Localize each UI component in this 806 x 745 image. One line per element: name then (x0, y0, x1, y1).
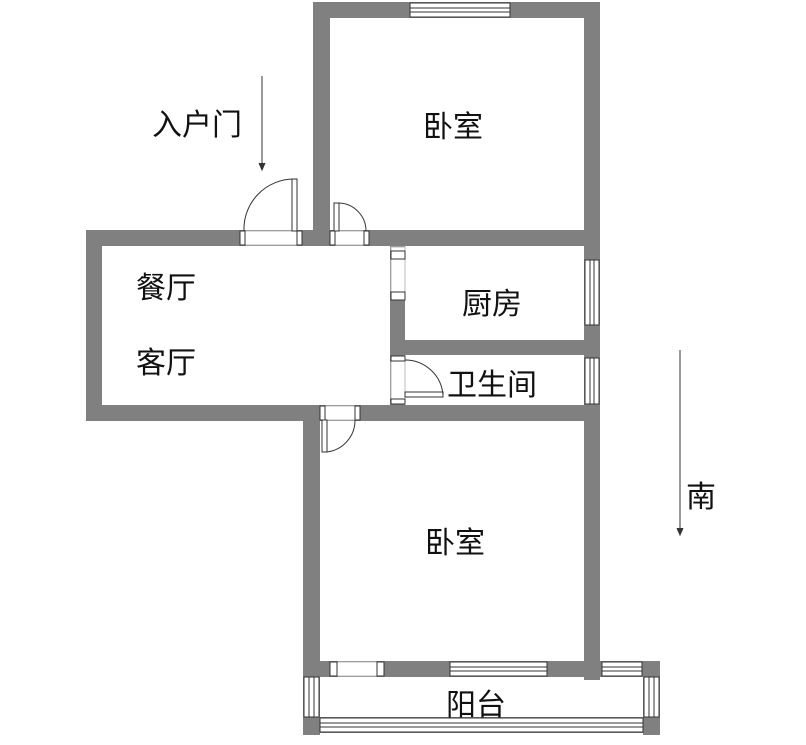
doors (239, 178, 444, 677)
entrance-label: 入户门 (152, 108, 242, 143)
south-direction-label: 南 (686, 480, 716, 515)
room-label-balcony: 阳台 (446, 688, 506, 723)
room-label-kitchen: 厨房 (462, 287, 522, 322)
arrows (258, 76, 684, 537)
windows (303, 2, 660, 733)
room-label-bedroom-south: 卧室 (425, 526, 485, 561)
room-label-dining: 餐厅 (136, 271, 196, 306)
room-label-bedroom-north: 卧室 (423, 110, 483, 145)
room-label-bathroom: 卫生间 (447, 368, 537, 403)
room-label-living: 客厅 (136, 346, 196, 381)
